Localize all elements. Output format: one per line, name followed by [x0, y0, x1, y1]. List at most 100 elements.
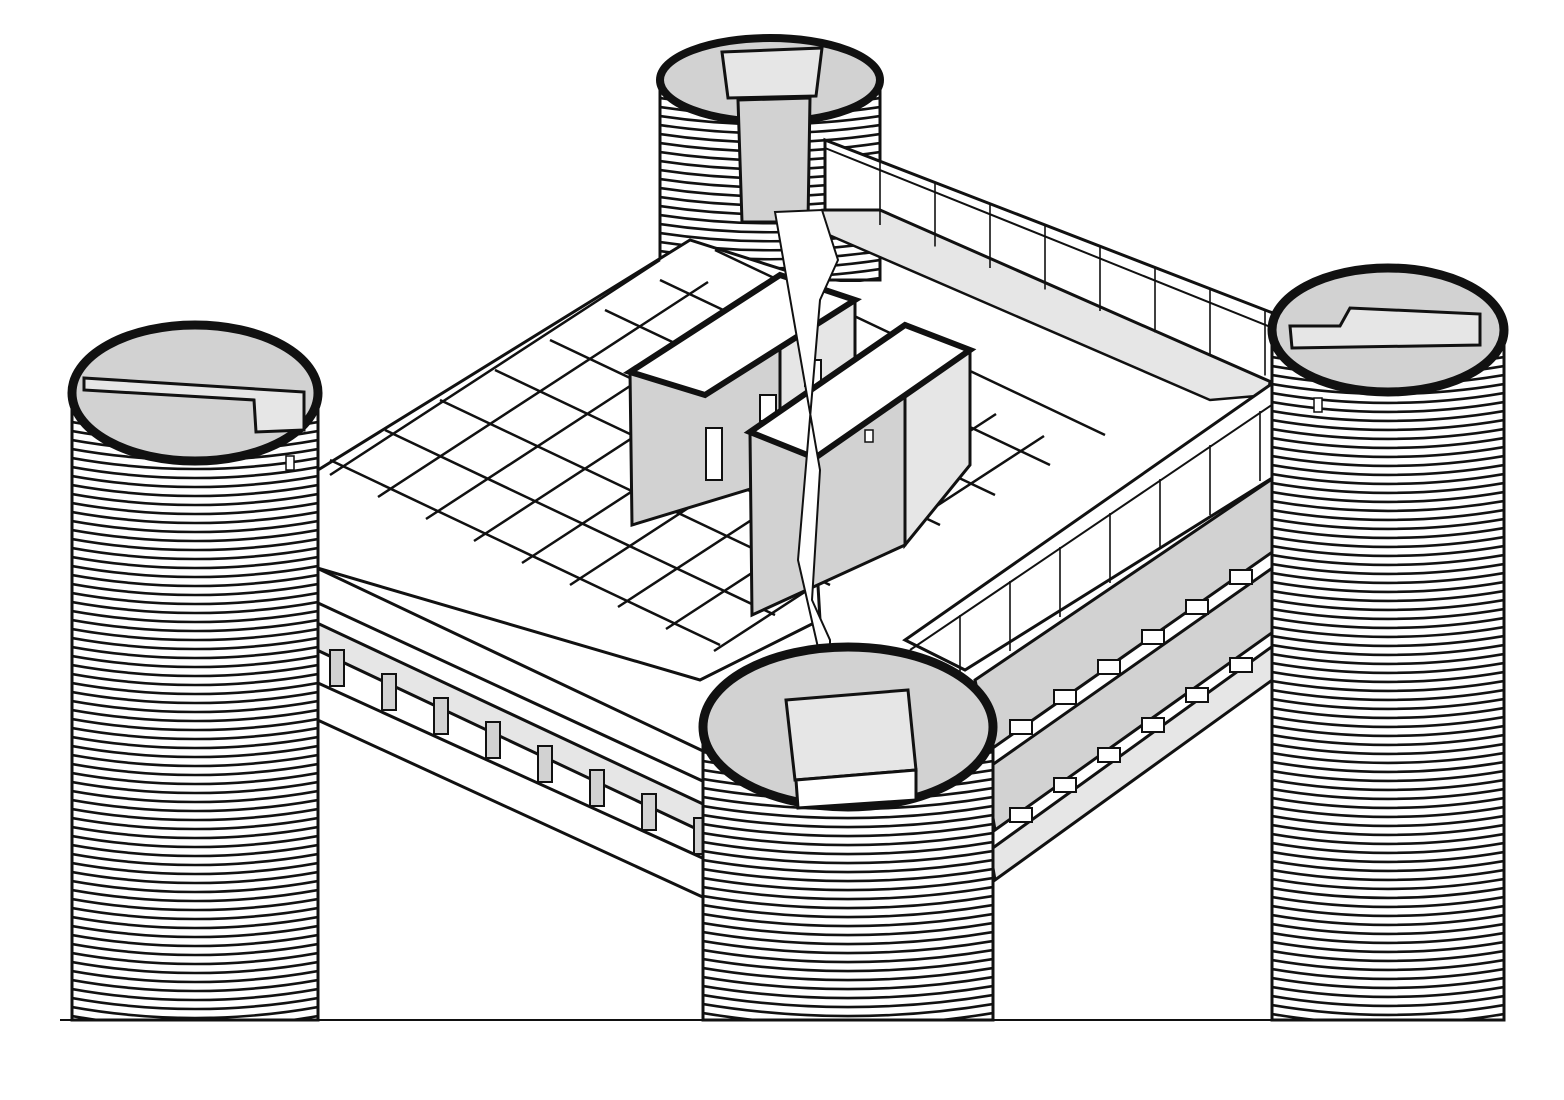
gallery-bracket: [1229, 569, 1253, 585]
hatch-line: [1272, 454, 1504, 468]
hatch-line: [1272, 814, 1504, 828]
hatch-line: [72, 996, 318, 1011]
hatch-line: [703, 1022, 993, 1034]
hatch-line: [1272, 832, 1504, 846]
hatch-line: [72, 573, 318, 588]
hatch-line: [72, 627, 318, 642]
hatch-line: [72, 987, 318, 1002]
hatch-line: [72, 699, 318, 714]
room-back-door: [705, 427, 723, 481]
beam: [377, 280, 709, 499]
hatch-line: [1272, 940, 1504, 954]
hatch-line: [72, 609, 318, 624]
hatch-line: [72, 870, 318, 885]
hatch-line: [1272, 436, 1504, 450]
hatch-line: [1272, 787, 1504, 801]
hatch-line: [1272, 760, 1504, 774]
hatch-line: [72, 519, 318, 534]
hatch-line: [72, 897, 318, 912]
girder-tie: [641, 793, 657, 831]
gallery-bracket: [1053, 689, 1077, 705]
hatch-line: [72, 807, 318, 822]
hatch-line: [1272, 544, 1504, 558]
gallery-bracket: [1097, 659, 1121, 675]
hatch-line: [72, 861, 318, 876]
hatch-line: [1272, 688, 1504, 702]
tower-right: [1267, 263, 1509, 1022]
hatch-line: [703, 804, 993, 820]
hatch-line: [1272, 562, 1504, 576]
hatch-line: [1272, 877, 1504, 891]
tower-back: [656, 34, 884, 282]
hatch-line: [72, 708, 318, 723]
hatch-line: [72, 663, 318, 678]
gallery-back-right: [820, 137, 1280, 402]
hatch-line: [1272, 508, 1504, 522]
hatch-line: [1272, 589, 1504, 603]
hatch-line: [1272, 652, 1504, 666]
hatch-line: [1272, 634, 1504, 648]
hatch-line: [72, 726, 318, 741]
gallery-right: [902, 383, 1320, 883]
hatch-line: [72, 537, 318, 552]
hatch-line: [1272, 724, 1504, 738]
hatch-line: [703, 984, 993, 1000]
hatch-line: [703, 930, 993, 946]
room-front-wall-light: [864, 429, 874, 443]
hatch-line: [1272, 400, 1504, 414]
hatch-line: [72, 933, 318, 948]
beam: [329, 258, 661, 477]
hatch-line: [1272, 535, 1504, 549]
hatch-line: [72, 771, 318, 786]
hatch-line: [1272, 418, 1504, 432]
hatch-line: [703, 1002, 993, 1018]
gallery-bracket: [1185, 599, 1209, 615]
gallery-bracket: [1097, 747, 1121, 763]
hatch-line: [72, 852, 318, 867]
hatch-line: [1272, 823, 1504, 837]
hatch-line: [72, 825, 318, 840]
hatch-line: [703, 894, 993, 910]
gallery-bracket: [1141, 717, 1165, 733]
hatch-line: [72, 645, 318, 660]
hatch-line: [1272, 427, 1504, 441]
hatch-line: [1272, 553, 1504, 567]
hatch-line: [72, 654, 318, 669]
hatch-line: [1272, 463, 1504, 477]
hatch-line: [72, 753, 318, 768]
hatch-line: [72, 546, 318, 561]
hatch-line: [703, 822, 993, 838]
hatch-line: [703, 858, 993, 874]
tower-right-core: [1288, 306, 1482, 350]
hatch-line: [1272, 670, 1504, 684]
hatch-line: [72, 636, 318, 651]
hatch-line: [72, 780, 318, 795]
hatch-line: [72, 681, 318, 696]
hatch-line: [72, 888, 318, 903]
gallery-right-slats: [1009, 539, 1297, 823]
hatch-line: [72, 492, 318, 507]
joist: [329, 458, 721, 647]
hatch-line: [1272, 733, 1504, 747]
girder-tie: [485, 721, 501, 759]
tower-right-hatching: [1272, 330, 1504, 1020]
hatch-line: [72, 951, 318, 966]
hatch-line: [72, 510, 318, 525]
tower-front-left-core: [82, 376, 306, 434]
hatch-line: [1272, 472, 1504, 486]
hatch-line: [1272, 769, 1504, 783]
hatch-line: [703, 849, 993, 865]
hatch-line: [1272, 742, 1504, 756]
hatch-line: [1272, 886, 1504, 900]
girder-tie: [589, 769, 605, 807]
hatch-line: [1272, 616, 1504, 630]
hatch-line: [72, 744, 318, 759]
hatch-line: [1272, 661, 1504, 675]
gallery-bracket: [1185, 687, 1209, 703]
hatch-line: [703, 912, 993, 928]
hatch-line: [703, 957, 993, 973]
hatch-line: [72, 906, 318, 921]
hatch-line: [1272, 526, 1504, 540]
gallery-bracket: [1009, 719, 1033, 735]
